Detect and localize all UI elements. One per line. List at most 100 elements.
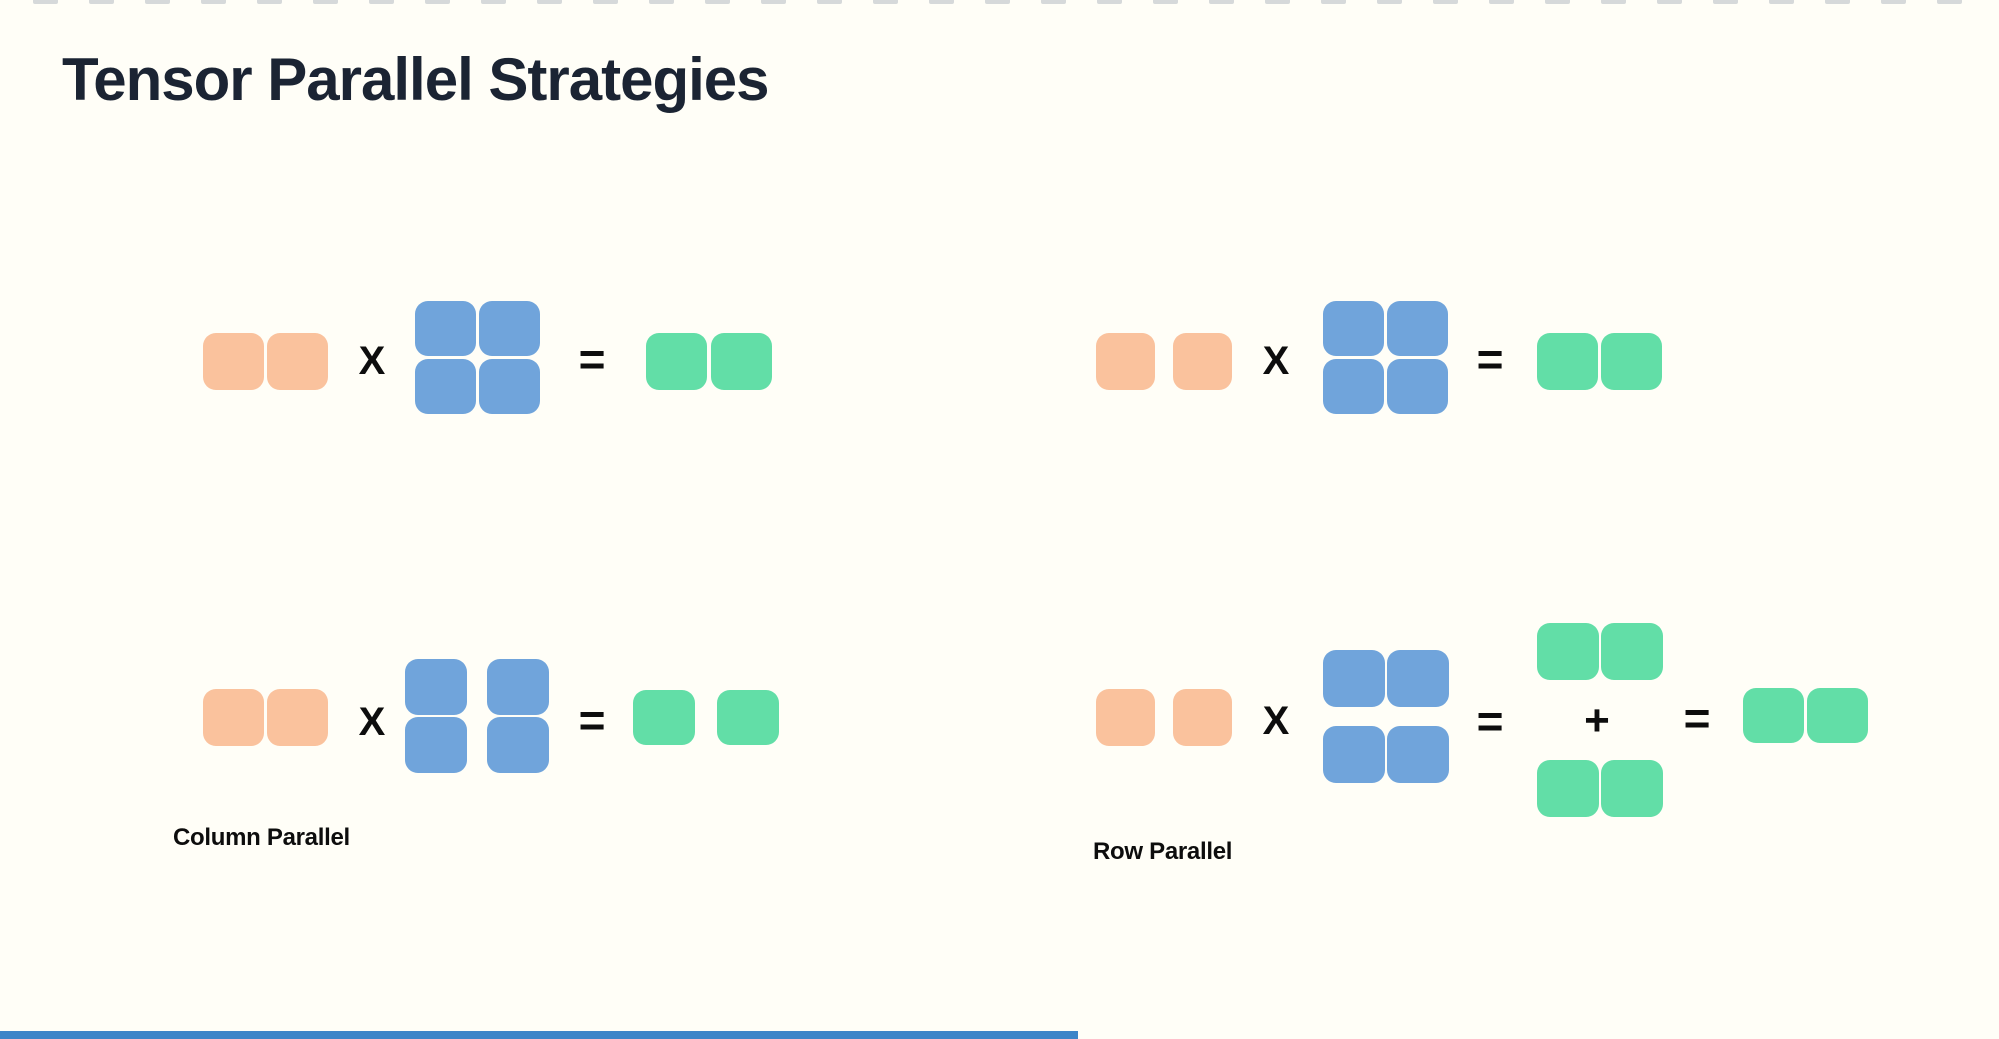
weight-block — [1323, 650, 1385, 707]
output-block — [1601, 623, 1663, 680]
top-dash — [649, 0, 674, 4]
weight-grid-row-split — [1323, 650, 1449, 783]
output-block — [717, 690, 779, 745]
top-dash — [1097, 0, 1122, 4]
output-row-split — [633, 690, 779, 745]
multiply-operator: X — [1262, 699, 1290, 743]
input-block — [1173, 689, 1232, 746]
top-dash — [1937, 0, 1962, 4]
multiply-operator: X — [1262, 339, 1290, 383]
top-dash — [33, 0, 58, 4]
top-dash — [1321, 0, 1346, 4]
input-block — [267, 689, 328, 746]
weight-block — [479, 359, 540, 414]
input-block — [203, 333, 264, 390]
output-block — [1807, 688, 1868, 743]
top-dash — [481, 0, 506, 4]
top-dash — [761, 0, 786, 4]
input-row — [1096, 689, 1232, 746]
top-dash — [89, 0, 114, 4]
top-dash — [257, 0, 282, 4]
top-dash — [929, 0, 954, 4]
top-dash — [145, 0, 170, 4]
weight-block — [1387, 359, 1448, 414]
top-dash — [1825, 0, 1850, 4]
input-block — [1096, 689, 1155, 746]
weight-block — [487, 717, 549, 773]
weight-block — [1323, 301, 1384, 356]
weight-block — [1323, 726, 1385, 783]
plus-operator: + — [1584, 696, 1610, 745]
partial-output-row-bottom — [1537, 760, 1663, 817]
weight-block — [487, 659, 549, 715]
top-dash-row — [33, 0, 1962, 4]
output-row — [1537, 333, 1662, 390]
weight-grid — [1323, 301, 1448, 414]
weight-block — [1323, 359, 1384, 414]
top-dash — [593, 0, 618, 4]
top-dash — [817, 0, 842, 4]
weight-block — [479, 301, 540, 356]
input-row — [1096, 333, 1232, 390]
output-block — [1537, 760, 1599, 817]
output-block — [633, 690, 695, 745]
top-dash — [201, 0, 226, 4]
weight-block — [405, 659, 467, 715]
partial-output-row-top — [1537, 623, 1663, 680]
weight-grid-column-split — [405, 659, 549, 773]
top-dash — [705, 0, 730, 4]
output-block — [646, 333, 707, 390]
top-dash — [1657, 0, 1682, 4]
input-block — [203, 689, 264, 746]
input-block — [267, 333, 328, 390]
top-dash — [1209, 0, 1234, 4]
top-dash — [985, 0, 1010, 4]
top-dash — [1881, 0, 1906, 4]
weight-block — [415, 301, 476, 356]
equals-operator: = — [578, 694, 606, 746]
top-dash — [1153, 0, 1178, 4]
input-row — [203, 689, 328, 746]
input-block — [1173, 333, 1232, 390]
page-title: Tensor Parallel Strategies — [62, 46, 770, 113]
weight-block — [1387, 726, 1449, 783]
top-dash — [1769, 0, 1794, 4]
weight-block — [405, 717, 467, 773]
multiply-operator: X — [358, 700, 386, 744]
output-block — [711, 333, 772, 390]
top-dash — [873, 0, 898, 4]
equals-operator: = — [1476, 695, 1504, 747]
top-dash — [313, 0, 338, 4]
input-block — [1096, 333, 1155, 390]
top-dash — [1601, 0, 1626, 4]
top-dash — [537, 0, 562, 4]
top-dash — [1545, 0, 1570, 4]
row-parallel-label: Row Parallel — [1093, 838, 1233, 865]
input-row — [203, 333, 328, 390]
output-block — [1537, 333, 1598, 390]
output-block — [1601, 333, 1662, 390]
bottom-blue-strip — [0, 1031, 1078, 1039]
equals-operator: = — [1683, 692, 1711, 744]
top-dash — [1377, 0, 1402, 4]
output-row — [1743, 688, 1868, 743]
output-block — [1537, 623, 1599, 680]
top-dash — [1713, 0, 1738, 4]
weight-block — [1387, 650, 1449, 707]
weight-grid — [415, 301, 540, 414]
equals-operator: = — [1476, 333, 1504, 385]
top-dash — [1433, 0, 1458, 4]
top-dash — [1489, 0, 1514, 4]
output-row — [646, 333, 772, 390]
output-block — [1601, 760, 1663, 817]
output-block — [1743, 688, 1804, 743]
weight-block — [1387, 301, 1448, 356]
top-dash — [425, 0, 450, 4]
multiply-operator: X — [358, 339, 386, 383]
equals-operator: = — [578, 333, 606, 385]
top-dash — [1041, 0, 1066, 4]
column-parallel-label: Column Parallel — [173, 824, 350, 851]
top-dash — [369, 0, 394, 4]
top-dash — [1265, 0, 1290, 4]
